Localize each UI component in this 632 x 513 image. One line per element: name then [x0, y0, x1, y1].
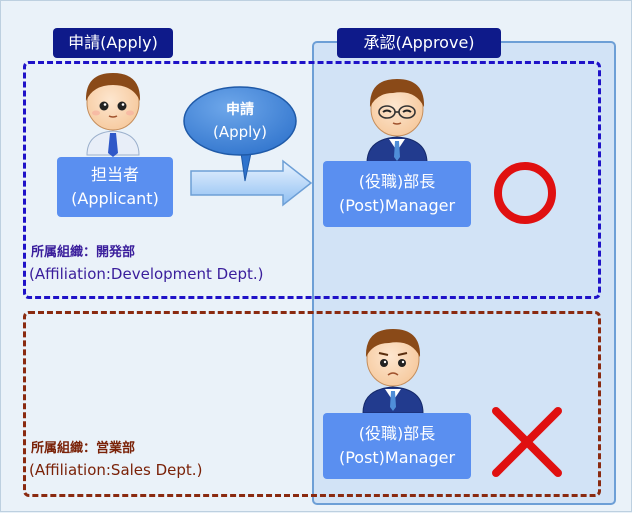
manager-label-sales: (役職)部長 (Post)Manager	[323, 413, 471, 479]
manager-label-line2: (Post)Manager	[338, 448, 456, 467]
rejected-cross-mark-icon	[492, 407, 562, 477]
apply-arrow	[190, 159, 313, 207]
development-group-border	[23, 61, 601, 299]
manager-person-icon-development	[366, 79, 428, 164]
applicant-label-line2: (Applicant)	[71, 189, 159, 208]
apply-bubble-text: 申請 (Apply)	[185, 89, 295, 153]
org-sales-subtitle: (Affiliation:Sales Dept.)	[29, 461, 203, 479]
bubble-line1: 申請	[226, 102, 254, 118]
manager-label-development: (役職)部長 (Post)Manager	[323, 161, 471, 227]
applicant-label-line1: 担当者	[90, 165, 139, 184]
applicant-label: 担当者 (Applicant)	[57, 157, 173, 217]
applicant-person-icon	[85, 73, 141, 157]
apply-speech-bubble	[183, 86, 297, 182]
manager-label-line2: (Post)Manager	[338, 196, 456, 215]
org-dev-title: 所属組織：開発部	[31, 245, 136, 260]
org-dev-subtitle: (Affiliation:Development Dept.)	[29, 265, 264, 283]
approve-header: 承認(Approve)	[337, 28, 501, 58]
apply-header: 申請(Apply)	[53, 28, 173, 58]
approved-circle-mark-icon	[494, 162, 556, 224]
bubble-line2: (Apply)	[212, 123, 268, 141]
manager-label-line1: (役職)部長	[358, 424, 436, 443]
org-sales-title: 所属組織：営業部	[31, 441, 136, 456]
manager-label-line1: (役職)部長	[358, 172, 436, 191]
sales-group-border	[23, 311, 601, 497]
manager-person-icon-sales	[362, 329, 424, 414]
